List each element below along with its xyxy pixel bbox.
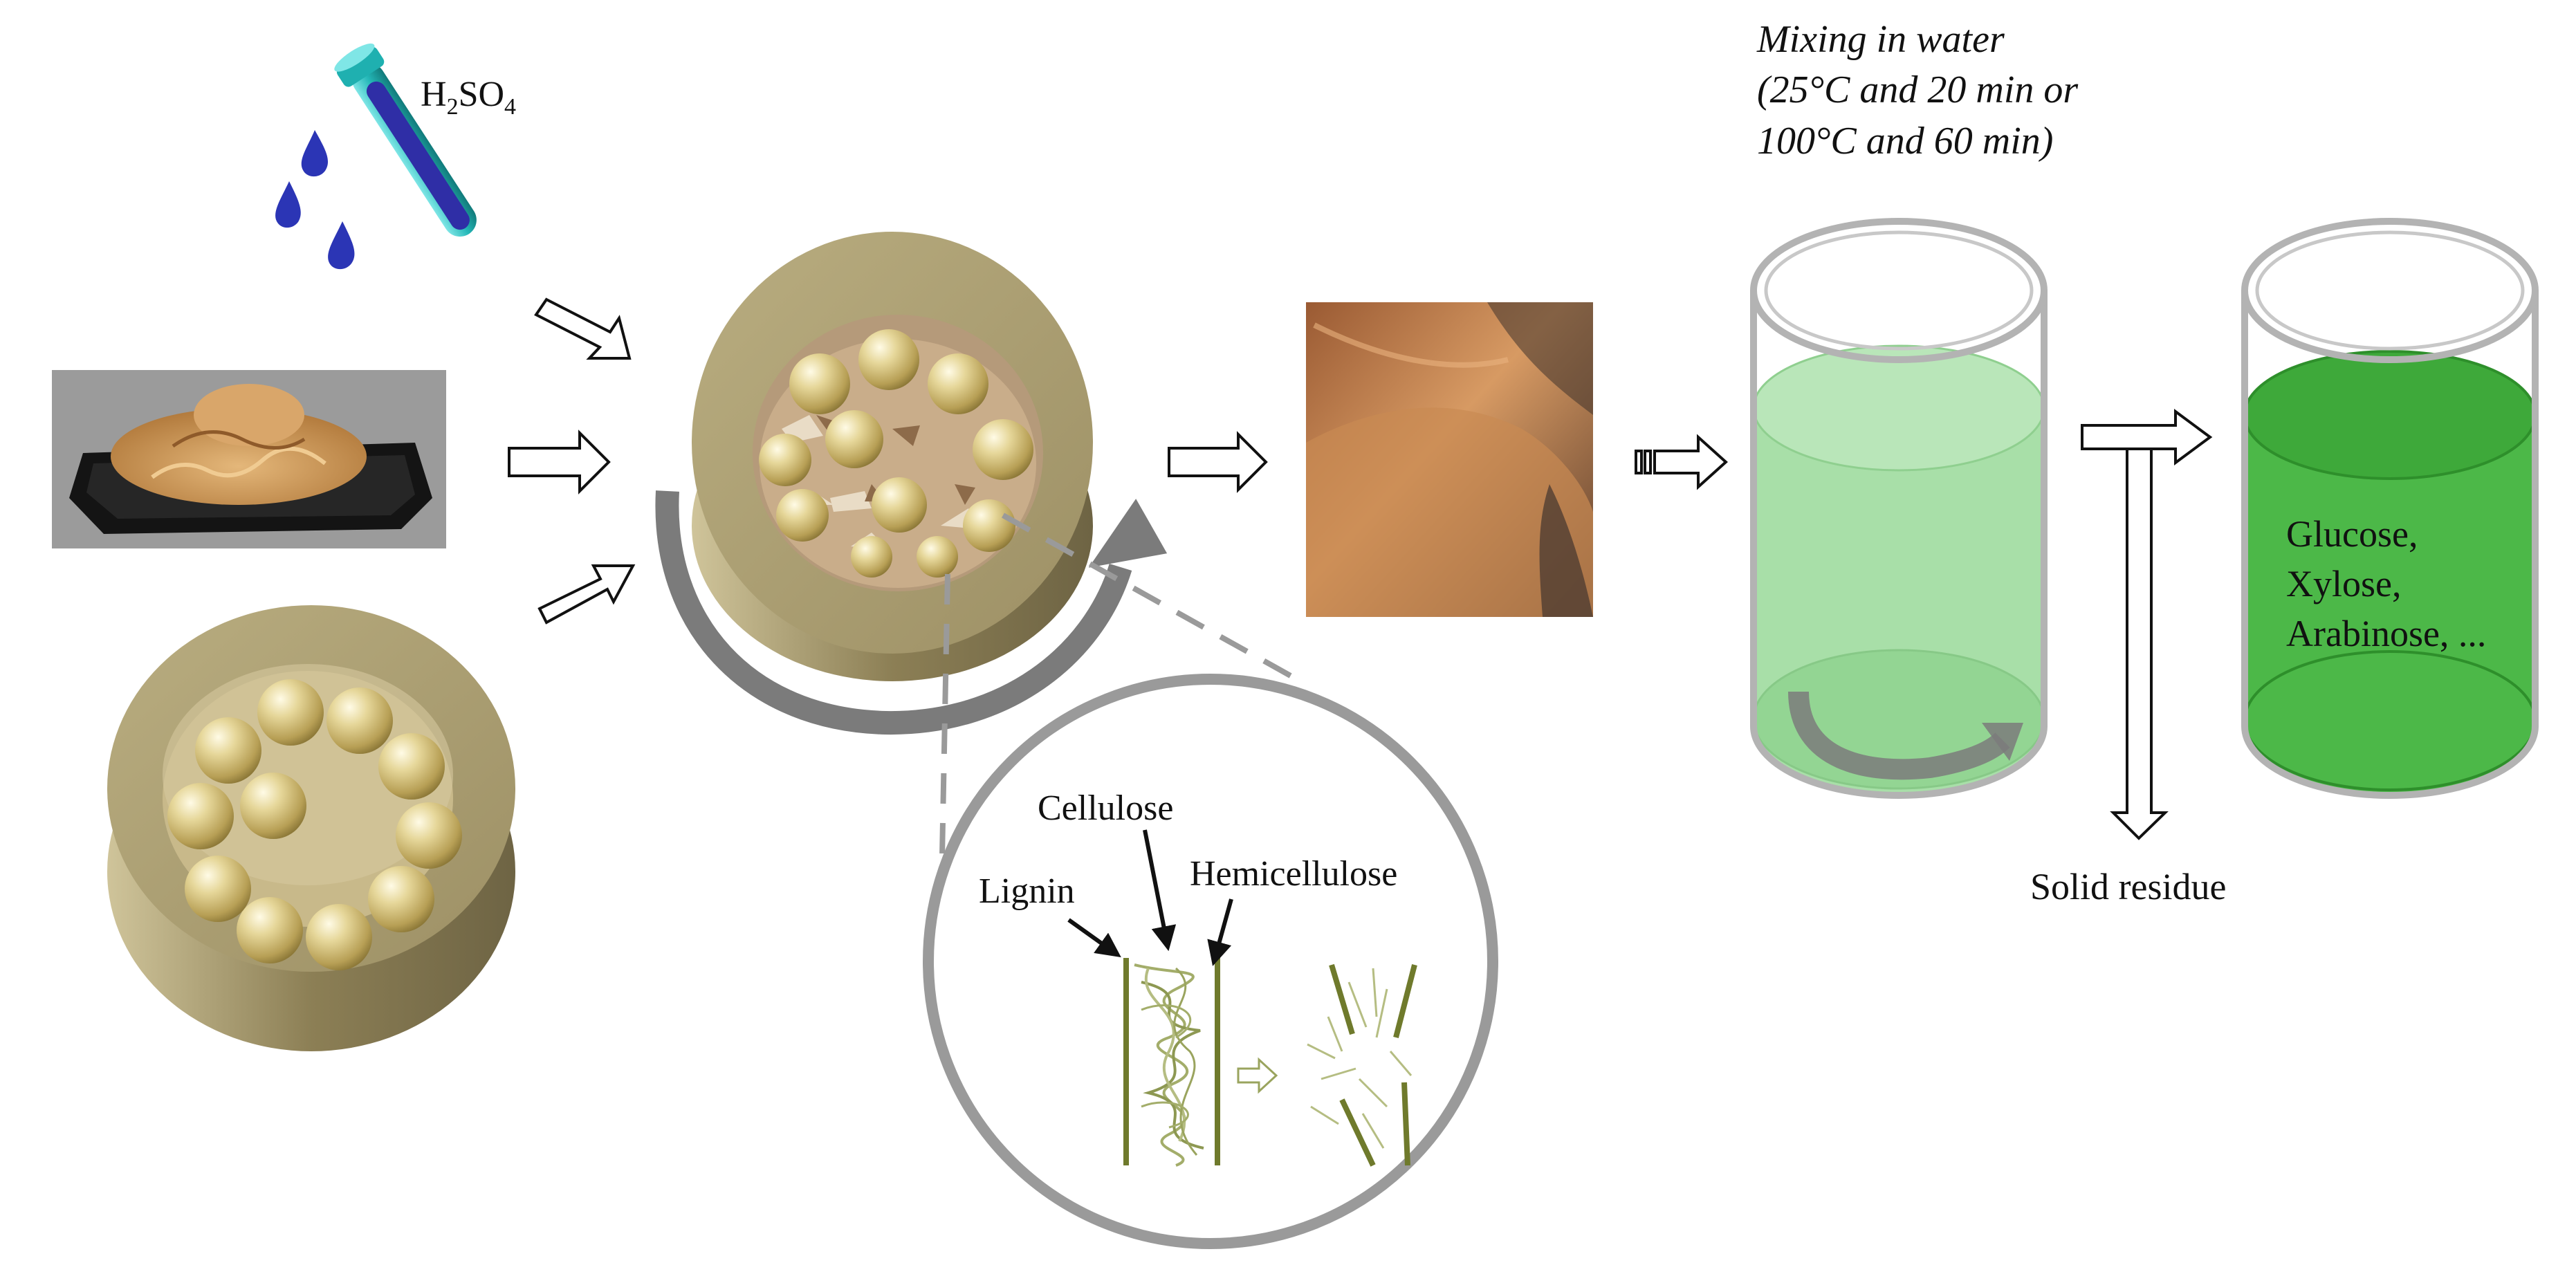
milled-powder-photo xyxy=(1306,302,1593,617)
arrow-to-residue xyxy=(2110,447,2169,840)
test-tube-icon xyxy=(334,43,477,237)
label-cellulose: Cellulose xyxy=(1038,788,1173,828)
mixing-line-3: 100°C and 60 min) xyxy=(1757,120,2053,163)
grinding-balls-empty-jar xyxy=(167,679,462,970)
acid-drops xyxy=(275,130,355,270)
separation-arrows xyxy=(2081,409,2213,840)
sawdust-tray-photo xyxy=(52,370,446,548)
label-hemicellulose: Hemicellulose xyxy=(1190,854,1397,894)
intact-fiber xyxy=(1123,958,1220,1167)
arrow-balls-to-jar xyxy=(537,564,636,625)
pointer-hemicellulose xyxy=(1207,898,1233,966)
product-line-2: Xylose, xyxy=(2286,563,2401,604)
reagent-formula: H2SO4 xyxy=(421,75,516,120)
stirring-arrow xyxy=(1788,691,2023,780)
grinding-balls-loaded-jar xyxy=(759,329,1033,578)
mixing-line-2: (25°C and 20 min or xyxy=(1757,68,2078,111)
product-line-3: Arabinose, ... xyxy=(2286,613,2486,654)
mixing-line-1: Mixing in water xyxy=(1756,18,2005,61)
residue-label: Solid residue xyxy=(2030,866,2226,907)
rotation-arrow-mill xyxy=(655,490,1168,735)
pointer-lignin xyxy=(1067,918,1121,958)
mixing-conditions: Mixing in water (25°C and 20 min or 100°… xyxy=(1756,18,2078,163)
arrow-to-products xyxy=(2081,409,2213,465)
arrow-powder-to-beaker xyxy=(1635,434,1728,490)
arrow-sawdust-to-jar xyxy=(508,430,611,495)
fiber-fragments xyxy=(1307,968,1413,1149)
zoom-lines xyxy=(938,513,1302,927)
arrow-mill-to-powder xyxy=(1168,431,1268,493)
product-line-1: Glucose, xyxy=(2286,513,2418,555)
fiber-break-arrow xyxy=(1237,1057,1278,1094)
milling-jar-loaded xyxy=(692,232,1093,681)
fiber-label-pointers xyxy=(1067,829,1233,966)
label-lignin: Lignin xyxy=(979,871,1075,911)
arrow-acid-to-jar xyxy=(534,297,632,360)
input-arrows xyxy=(508,297,636,625)
product-list: Glucose, Xylose, Arabinose, ... xyxy=(2286,513,2486,654)
broken-fiber xyxy=(1329,963,1417,1167)
product-beaker xyxy=(2241,218,2539,799)
pointer-cellulose xyxy=(1143,829,1177,952)
